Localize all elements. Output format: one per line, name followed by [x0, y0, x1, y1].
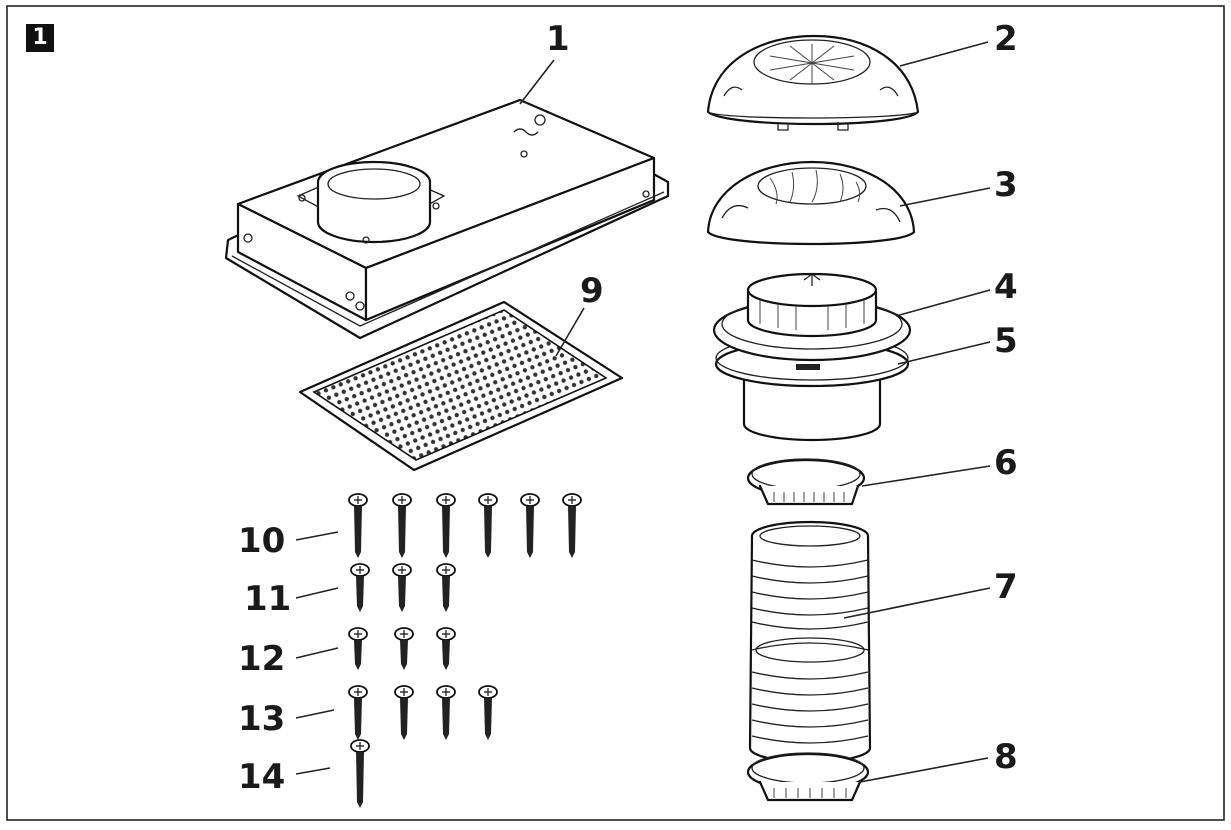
screw-shank	[526, 506, 534, 558]
callout-14: 14	[238, 757, 285, 797]
callout-1: 1	[546, 19, 570, 59]
screw-shank	[400, 640, 408, 670]
screw-cross	[442, 566, 450, 574]
part-9-grease-filter	[298, 300, 624, 472]
screw-cross	[354, 630, 362, 638]
callout-5: 5	[994, 321, 1018, 361]
screw-shank	[484, 698, 492, 740]
screw-shank	[354, 506, 362, 558]
screw-cross	[354, 688, 362, 696]
part-2-roof-cap	[706, 34, 920, 131]
part-3-inner-cap	[706, 160, 916, 246]
part-7-flexible-duct	[748, 520, 872, 764]
part-13-screws	[348, 685, 498, 740]
callout-4: 4	[994, 267, 1018, 307]
screw-shank	[484, 506, 492, 558]
callout-11: 11	[244, 579, 291, 619]
screw-cross	[442, 688, 450, 696]
callout-7: 7	[994, 567, 1018, 607]
callout-12: 12	[238, 639, 285, 679]
screw-shank	[442, 576, 450, 612]
callout-13: 13	[238, 699, 285, 739]
screw-cross	[356, 566, 364, 574]
part-11-screws	[350, 563, 456, 612]
screw-cross	[398, 496, 406, 504]
figure-number-badge: 1	[26, 24, 54, 52]
screw-cross	[442, 630, 450, 638]
screw-shank	[356, 576, 364, 612]
callout-numbers: 1 2 3 4 5 6 7 8 9 10 11 12 13 14	[238, 19, 1018, 797]
screw-cross	[354, 496, 362, 504]
part-14-screw	[350, 739, 370, 808]
part-8-hose-clamp	[746, 752, 870, 802]
screw-cross	[526, 496, 534, 504]
screw-shank	[400, 698, 408, 740]
screw-cross	[484, 496, 492, 504]
screw-shank	[356, 752, 364, 808]
callout-2: 2	[994, 19, 1018, 59]
screw-cross	[442, 496, 450, 504]
part-10-screws	[348, 493, 582, 558]
screw-cross	[398, 566, 406, 574]
figure-frame	[6, 5, 1225, 821]
part-12-screws	[348, 627, 456, 670]
screw-shank	[442, 506, 450, 558]
part-1-hood-housing	[224, 98, 670, 340]
screw-cross	[400, 630, 408, 638]
screw-shank	[354, 698, 362, 740]
screw-cross	[400, 688, 408, 696]
screw-shank	[398, 506, 406, 558]
screw-shank	[442, 640, 450, 670]
callout-9: 9	[580, 271, 604, 311]
callout-3: 3	[994, 165, 1018, 205]
part-6-hose-clamp	[746, 458, 866, 506]
screw-cross	[356, 742, 364, 750]
callout-6: 6	[994, 443, 1018, 483]
screw-shank	[398, 576, 406, 612]
screw-shank	[568, 506, 576, 558]
callout-8: 8	[994, 737, 1018, 777]
screw-shank	[354, 640, 362, 670]
leader-lines	[295, 41, 991, 783]
screw-cross	[568, 496, 576, 504]
part-4-5-base-unit	[712, 272, 912, 442]
screw-shank	[442, 698, 450, 740]
screw-cross	[484, 688, 492, 696]
callout-10: 10	[238, 521, 285, 561]
